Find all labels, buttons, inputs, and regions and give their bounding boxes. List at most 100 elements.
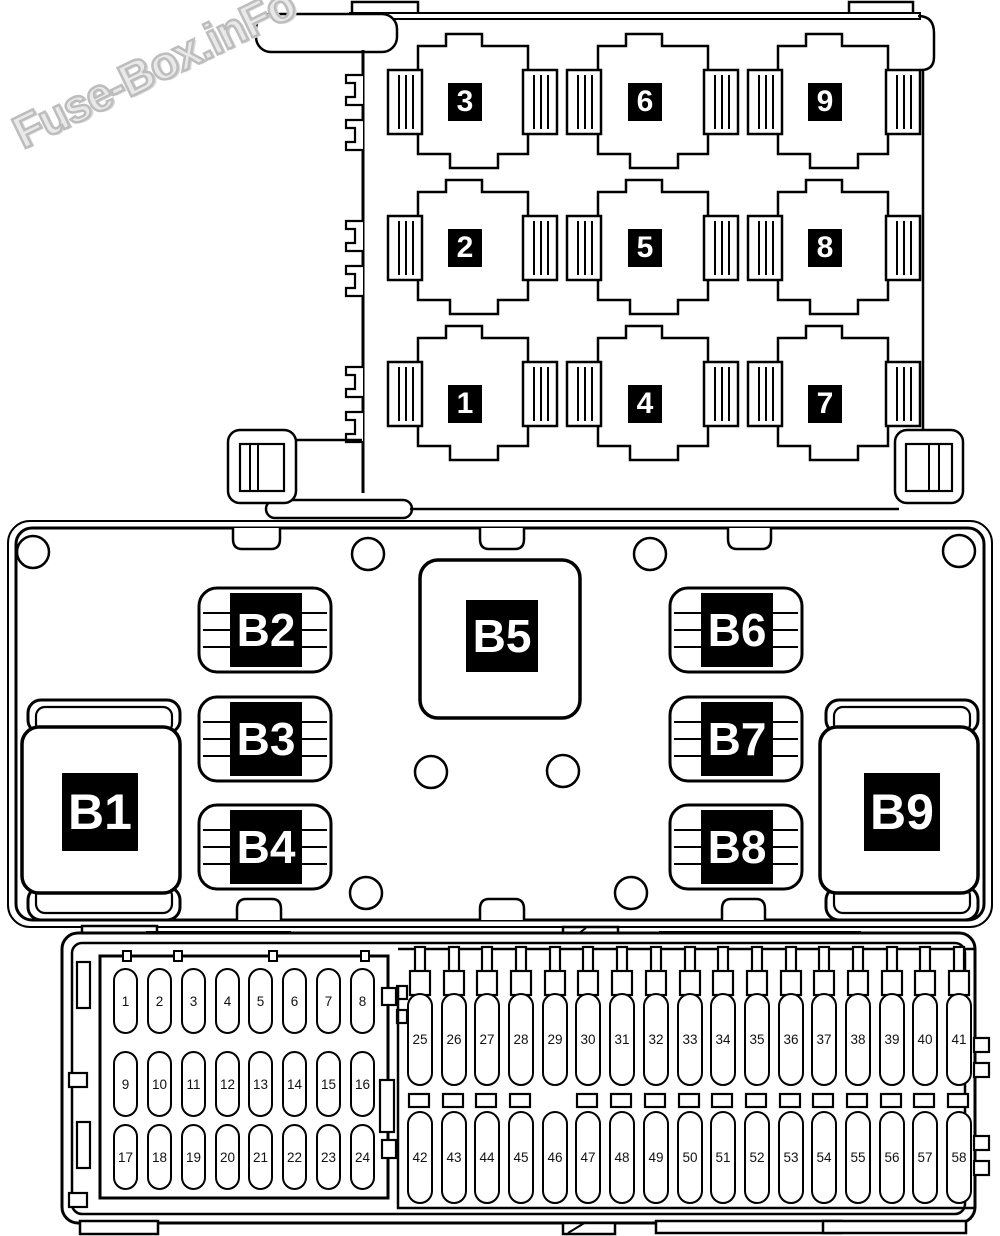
plate-edge-tab	[235, 897, 283, 920]
fuse-40: 40	[912, 993, 938, 1086]
fuse-tooth-base	[543, 969, 567, 997]
pin-connector-stripes	[896, 367, 912, 421]
fuse-row-spacer	[811, 1092, 835, 1109]
fuse-10: 10	[147, 1051, 172, 1117]
pin-connector-stripes	[758, 75, 774, 129]
fuse-4: 4	[215, 968, 240, 1034]
spine-clip	[344, 410, 363, 444]
latch-connector-right	[893, 428, 965, 505]
carrier-top-rail	[349, 12, 921, 20]
fuse-block-ticks	[122, 950, 370, 962]
panel-right-clips	[972, 1036, 991, 1177]
relay-label-8: 8	[808, 229, 842, 267]
fuse-9: 9	[113, 1051, 138, 1117]
relay-label-4: 4	[628, 385, 662, 423]
fuse-51: 51	[710, 1111, 736, 1204]
fuse-row-spacer	[575, 1092, 599, 1109]
panel-latches	[67, 960, 409, 1209]
plate-edge-tab	[726, 528, 773, 551]
mounting-hole	[941, 533, 977, 569]
fuse-tooth-base	[947, 969, 971, 997]
fuse-tooth	[413, 945, 427, 975]
spine-clip	[344, 73, 363, 107]
fuse-11: 11	[181, 1051, 206, 1117]
fuse-row-spacer	[474, 1092, 498, 1109]
fuse-27: 27	[474, 993, 500, 1086]
pin-connector-stripes	[577, 367, 593, 421]
fuse-tooth-base	[610, 969, 634, 997]
panel-feet	[78, 1219, 968, 1236]
fuse-33: 33	[677, 993, 703, 1086]
fuse-tooth	[683, 945, 697, 975]
fuse-tooth-base	[644, 969, 668, 997]
fuse-tooth-base	[678, 969, 702, 997]
fuse-row-spacer	[879, 1092, 903, 1109]
mounting-hole	[413, 754, 449, 790]
fuse-tooth	[480, 945, 494, 975]
pin-connector-stripes	[533, 75, 549, 129]
plate-edge-tab	[720, 897, 767, 920]
fuse-tooth	[514, 945, 528, 975]
fuse-37: 37	[811, 993, 837, 1086]
pin-connector-stripes	[398, 367, 414, 421]
fuse-48: 48	[609, 1111, 635, 1204]
fuse-2: 2	[147, 968, 172, 1034]
fuse-15: 15	[316, 1051, 341, 1117]
fuse-tooth-base	[509, 969, 533, 997]
fuse-5: 5	[248, 968, 273, 1034]
fuse-tooth	[851, 945, 865, 975]
mounting-hole	[545, 753, 581, 789]
fuse-26: 26	[441, 993, 467, 1086]
fuse-55: 55	[845, 1111, 871, 1204]
fuse-19: 19	[181, 1124, 206, 1190]
fuse-row-spacer	[778, 1092, 802, 1109]
fuse-50: 50	[677, 1111, 703, 1204]
fuse-17: 17	[113, 1124, 138, 1190]
fuse-tooth	[615, 945, 629, 975]
fuse-52: 52	[744, 1111, 770, 1204]
fuse-23: 23	[316, 1124, 341, 1190]
relay-fins	[674, 721, 798, 757]
plate-edge-tab	[231, 528, 282, 551]
fuse-41: 41	[946, 993, 972, 1086]
fuse-row-spacer	[441, 1092, 465, 1109]
pin-connector-stripes	[758, 367, 774, 421]
relay-b5-label: B5	[466, 600, 538, 672]
pin-connector-stripes	[758, 221, 774, 275]
fuse-46: 46	[542, 1111, 568, 1204]
fuse-tooth-base	[408, 969, 432, 997]
fuse-row-spacer	[609, 1092, 633, 1109]
fuse-tooth	[885, 945, 899, 975]
fuse-18: 18	[147, 1124, 172, 1190]
fuse-31: 31	[609, 993, 635, 1086]
relay-b8-label: B8	[701, 810, 773, 884]
fuse-tooth	[918, 945, 932, 975]
fuse-row-spacer	[643, 1092, 667, 1109]
fuse-row-spacer	[677, 1092, 701, 1109]
fuse-block-right-edge	[396, 985, 974, 1210]
fuse-row-spacer	[912, 1092, 936, 1109]
fuse-44: 44	[474, 1111, 500, 1204]
fuse-tooth	[447, 945, 461, 975]
fuse-47: 47	[575, 1111, 601, 1204]
relay-b2-label: B2	[230, 593, 302, 667]
fuse-49: 49	[643, 1111, 669, 1204]
mounting-hole	[15, 534, 51, 570]
fuse-8: 8	[350, 968, 375, 1034]
fuse-38: 38	[845, 993, 871, 1086]
mounting-hole	[632, 536, 668, 572]
fuse-57: 57	[912, 1111, 938, 1204]
relay-b1-label: B1	[62, 773, 138, 851]
pin-connector-stripes	[577, 75, 593, 129]
spine-clip	[344, 118, 363, 152]
pin-connector-stripes	[714, 367, 730, 421]
fuse-25: 25	[407, 993, 433, 1086]
fuse-tooth-base	[745, 969, 769, 997]
fuse-tooth	[750, 945, 764, 975]
relay-label-7: 7	[808, 385, 842, 423]
fuse-42: 42	[407, 1111, 433, 1204]
relay-carrier-outline	[226, 0, 965, 520]
relay-fins	[203, 612, 327, 648]
fuse-tooth-base	[442, 969, 466, 997]
relay-fins	[203, 721, 327, 757]
